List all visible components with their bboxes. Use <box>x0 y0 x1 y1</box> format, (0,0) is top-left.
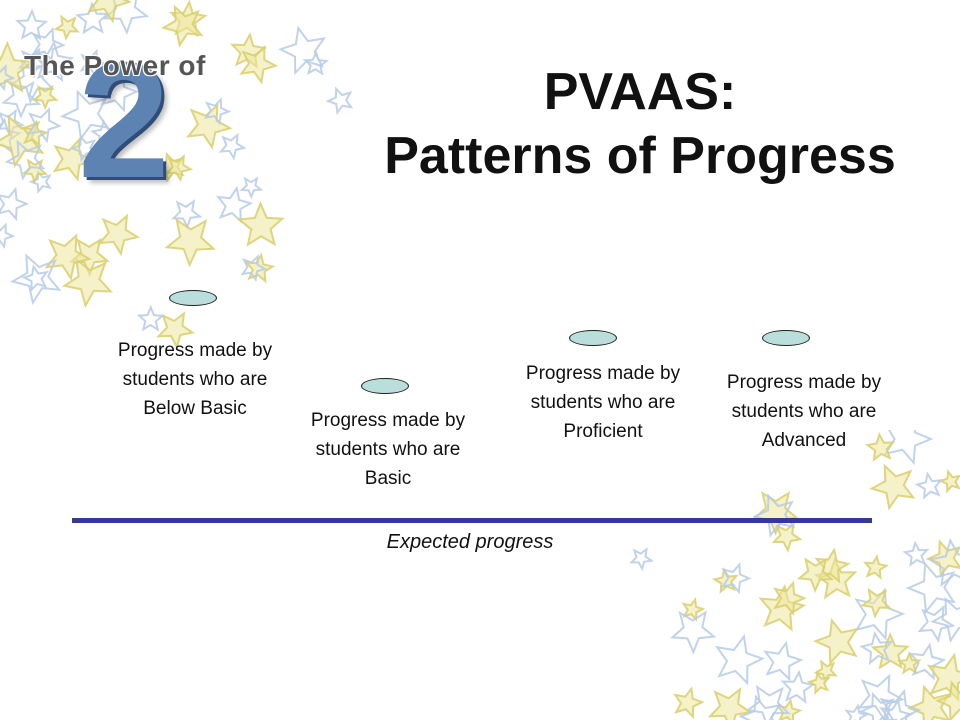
decorative-star <box>854 587 906 641</box>
decorative-star <box>858 691 896 720</box>
decorative-star <box>87 0 132 24</box>
decorative-star <box>711 567 739 594</box>
decorative-star <box>277 25 327 76</box>
decorative-star <box>0 222 16 250</box>
decorative-star <box>775 697 803 720</box>
decorative-star <box>927 537 960 587</box>
decorative-star <box>44 233 92 281</box>
decorative-star <box>244 252 276 284</box>
decorative-star <box>236 200 285 247</box>
decorative-star <box>917 604 956 643</box>
expected-progress-label: Expected progress <box>386 531 554 553</box>
power-of-2-logo: The Power of 2 <box>20 38 250 203</box>
decorative-star <box>844 703 869 720</box>
expected-progress-line <box>72 518 872 523</box>
decorative-star <box>879 688 922 720</box>
decorative-star <box>914 471 944 500</box>
title-line-2: Patterns of Progress <box>384 127 896 185</box>
decorative-star <box>937 469 960 494</box>
marker-below-basic <box>169 290 217 306</box>
decorative-star <box>930 596 960 644</box>
decorative-star <box>806 670 831 695</box>
decorative-star <box>813 557 858 600</box>
marker-basic <box>361 378 409 394</box>
title-line-1: PVAAS: <box>543 63 737 121</box>
label-below-basic: Progress made by students who are Below … <box>117 340 273 419</box>
decorative-star <box>68 237 110 277</box>
decorative-star <box>669 610 717 655</box>
decorative-star <box>926 652 960 702</box>
decorative-star <box>796 557 835 594</box>
decorative-star <box>862 554 889 580</box>
decorative-star <box>859 587 892 619</box>
label-basic: Progress made by students who are Basic <box>310 410 466 489</box>
label-advanced: Progress made by students who are Advanc… <box>726 372 882 451</box>
decorative-star <box>745 684 791 720</box>
decorative-star <box>673 686 705 720</box>
decorative-star <box>870 631 911 670</box>
decorative-star <box>720 562 752 595</box>
decorative-star <box>97 213 141 257</box>
decorative-star <box>814 547 851 584</box>
decorative-star <box>136 304 165 332</box>
slide-title: PVAAS: Patterns of Progress <box>340 60 940 188</box>
decorative-star <box>9 253 62 306</box>
logo-text: The Power of <box>24 50 206 81</box>
decorative-star <box>780 669 816 704</box>
decorative-star <box>21 264 49 293</box>
decorative-star <box>869 463 916 511</box>
decorative-star <box>0 117 22 154</box>
decorative-star <box>902 540 930 567</box>
decorative-star <box>906 684 952 720</box>
marker-proficient <box>569 330 617 346</box>
decorative-star <box>164 217 216 268</box>
decorative-star <box>168 0 208 38</box>
label-proficient: Progress made by students who are Profic… <box>525 363 681 442</box>
decorative-star <box>897 650 922 675</box>
decorative-star <box>905 561 956 614</box>
decorative-star <box>878 698 914 720</box>
star-background-bottom <box>629 430 960 720</box>
decorative-star <box>813 659 838 684</box>
decorative-star <box>908 642 947 681</box>
decorative-star <box>935 680 960 720</box>
decorative-star <box>302 50 330 76</box>
decorative-star <box>773 580 807 616</box>
decorative-star <box>857 673 905 720</box>
decorative-star <box>681 597 706 622</box>
decorative-star <box>758 583 807 632</box>
decorative-star <box>0 63 16 92</box>
decorative-star <box>763 640 804 682</box>
decorative-star <box>738 694 782 720</box>
decorative-star <box>15 8 49 41</box>
decorative-star <box>240 254 268 283</box>
decorative-star <box>707 687 753 720</box>
decorative-star <box>859 630 894 666</box>
decorative-star <box>61 257 114 309</box>
decorative-star <box>812 617 859 666</box>
decorative-star <box>715 633 766 686</box>
decorative-star <box>752 493 796 538</box>
marker-advanced <box>762 330 810 346</box>
decorative-star <box>751 490 800 536</box>
decorative-star <box>925 539 960 578</box>
